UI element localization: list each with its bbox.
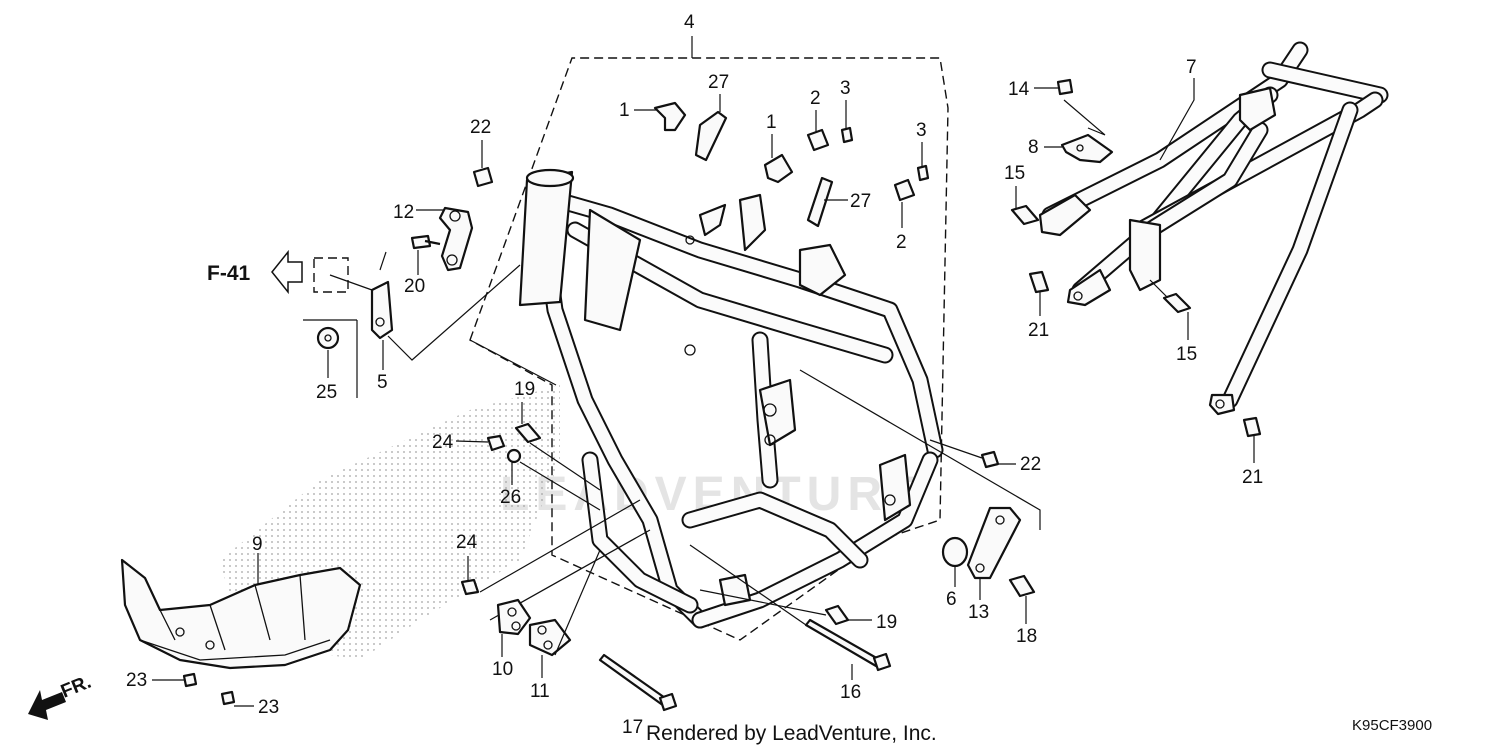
bolt-20 bbox=[410, 234, 441, 250]
callout-17: 17 bbox=[622, 717, 643, 738]
callout-25: 25 bbox=[316, 382, 337, 403]
bolt-21a bbox=[1028, 270, 1050, 294]
skid-plate bbox=[120, 553, 362, 706]
callout-12: 12 bbox=[393, 202, 414, 223]
screw-23a bbox=[182, 672, 198, 688]
bolt-15b bbox=[1162, 292, 1192, 314]
callout-14: 14 bbox=[1008, 79, 1030, 100]
bolt-17 bbox=[598, 653, 670, 708]
callout-26: 26 bbox=[500, 487, 521, 508]
center-left-fasteners bbox=[460, 339, 651, 621]
plate-13 bbox=[966, 506, 1022, 580]
callout-22b: 22 bbox=[1020, 454, 1041, 475]
bolt-19a bbox=[514, 422, 542, 444]
mount-11 bbox=[528, 618, 572, 657]
reference-arrow: F-41 bbox=[207, 249, 303, 295]
left-parts bbox=[303, 166, 521, 398]
callout-10: 10 bbox=[492, 659, 513, 680]
left-arrow-icon bbox=[271, 249, 303, 295]
callout-5: 5 bbox=[377, 372, 388, 393]
callout-22a: 22 bbox=[470, 117, 491, 138]
callout-8: 8 bbox=[1028, 137, 1039, 158]
callout-2b: 2 bbox=[896, 232, 907, 253]
front-label: FR. bbox=[58, 672, 94, 703]
callout-27b: 27 bbox=[850, 191, 871, 212]
nut-2b bbox=[893, 178, 916, 202]
callout-6: 6 bbox=[946, 589, 957, 610]
front-indicator: FR. bbox=[28, 672, 94, 720]
callout-16: 16 bbox=[840, 682, 861, 703]
bracket-12 bbox=[438, 206, 474, 272]
callout-24a: 24 bbox=[432, 432, 454, 453]
engine-mount-parts bbox=[496, 549, 678, 712]
reference-label: F-41 bbox=[207, 262, 251, 285]
diagram-code: K95CF3900 bbox=[1352, 717, 1432, 734]
credit-text: Rendered by LeadVenture, Inc. bbox=[646, 722, 937, 745]
callout-24b: 24 bbox=[456, 532, 478, 553]
callout-20: 20 bbox=[404, 276, 425, 297]
stay-5 bbox=[370, 280, 394, 340]
callout-15a: 15 bbox=[1004, 163, 1025, 184]
callout-9: 9 bbox=[252, 534, 263, 555]
leader-lines bbox=[152, 78, 1255, 707]
clip-1b bbox=[763, 153, 794, 184]
callout-15b: 15 bbox=[1176, 344, 1197, 365]
callout-1a: 1 bbox=[619, 100, 630, 121]
washer-26 bbox=[506, 448, 522, 464]
callout-23a: 23 bbox=[126, 670, 147, 691]
small-parts bbox=[653, 101, 930, 228]
screw-23b bbox=[220, 690, 236, 706]
callout-19b: 19 bbox=[876, 612, 897, 633]
nut-24b bbox=[460, 578, 480, 596]
callout-23b: 23 bbox=[258, 697, 279, 718]
callout-21b: 21 bbox=[1242, 467, 1263, 488]
bolt-14 bbox=[1056, 78, 1074, 96]
callout-19a: 19 bbox=[514, 379, 535, 400]
callout-21a: 21 bbox=[1028, 320, 1049, 341]
callout-2a: 2 bbox=[810, 88, 821, 109]
callout-13: 13 bbox=[968, 602, 989, 623]
bolt-15a bbox=[1010, 204, 1040, 226]
callout-7: 7 bbox=[1186, 57, 1197, 78]
band-27b bbox=[806, 176, 834, 228]
callout-27a: 27 bbox=[708, 72, 729, 93]
main-frame bbox=[469, 36, 949, 641]
bolt-19b bbox=[824, 604, 850, 626]
bracket-8 bbox=[1060, 133, 1114, 164]
mount-10 bbox=[496, 598, 532, 636]
callout-11: 11 bbox=[530, 681, 550, 702]
bolt-18 bbox=[1008, 574, 1036, 598]
bolt-21b bbox=[1242, 416, 1262, 438]
callouts: 4 1 27 1 2 3 3 27 2 22 12 20 5 25 19 24 … bbox=[126, 12, 1263, 738]
bolt-22a bbox=[472, 166, 494, 188]
band-27a bbox=[694, 110, 728, 162]
callout-18: 18 bbox=[1016, 626, 1037, 647]
nut-2a bbox=[806, 128, 830, 152]
right-mount-parts bbox=[799, 369, 1041, 598]
front-arrow-icon bbox=[28, 690, 66, 720]
callout-3b: 3 bbox=[916, 120, 927, 141]
nut-24a bbox=[486, 434, 506, 452]
washer-25 bbox=[316, 326, 340, 350]
bolt-22b bbox=[980, 450, 1000, 469]
callout-1b: 1 bbox=[766, 112, 777, 133]
nut-3b bbox=[916, 164, 930, 182]
bolt-16 bbox=[804, 618, 882, 668]
callout-4: 4 bbox=[684, 12, 695, 33]
rear-subframe-fasteners bbox=[1010, 78, 1262, 438]
clip-1a bbox=[653, 101, 687, 132]
rear-subframe bbox=[1038, 41, 1389, 416]
lower-right-fasteners bbox=[689, 544, 892, 672]
collar-6 bbox=[941, 536, 969, 568]
nut-3a bbox=[840, 126, 854, 144]
callout-3a: 3 bbox=[840, 78, 851, 99]
